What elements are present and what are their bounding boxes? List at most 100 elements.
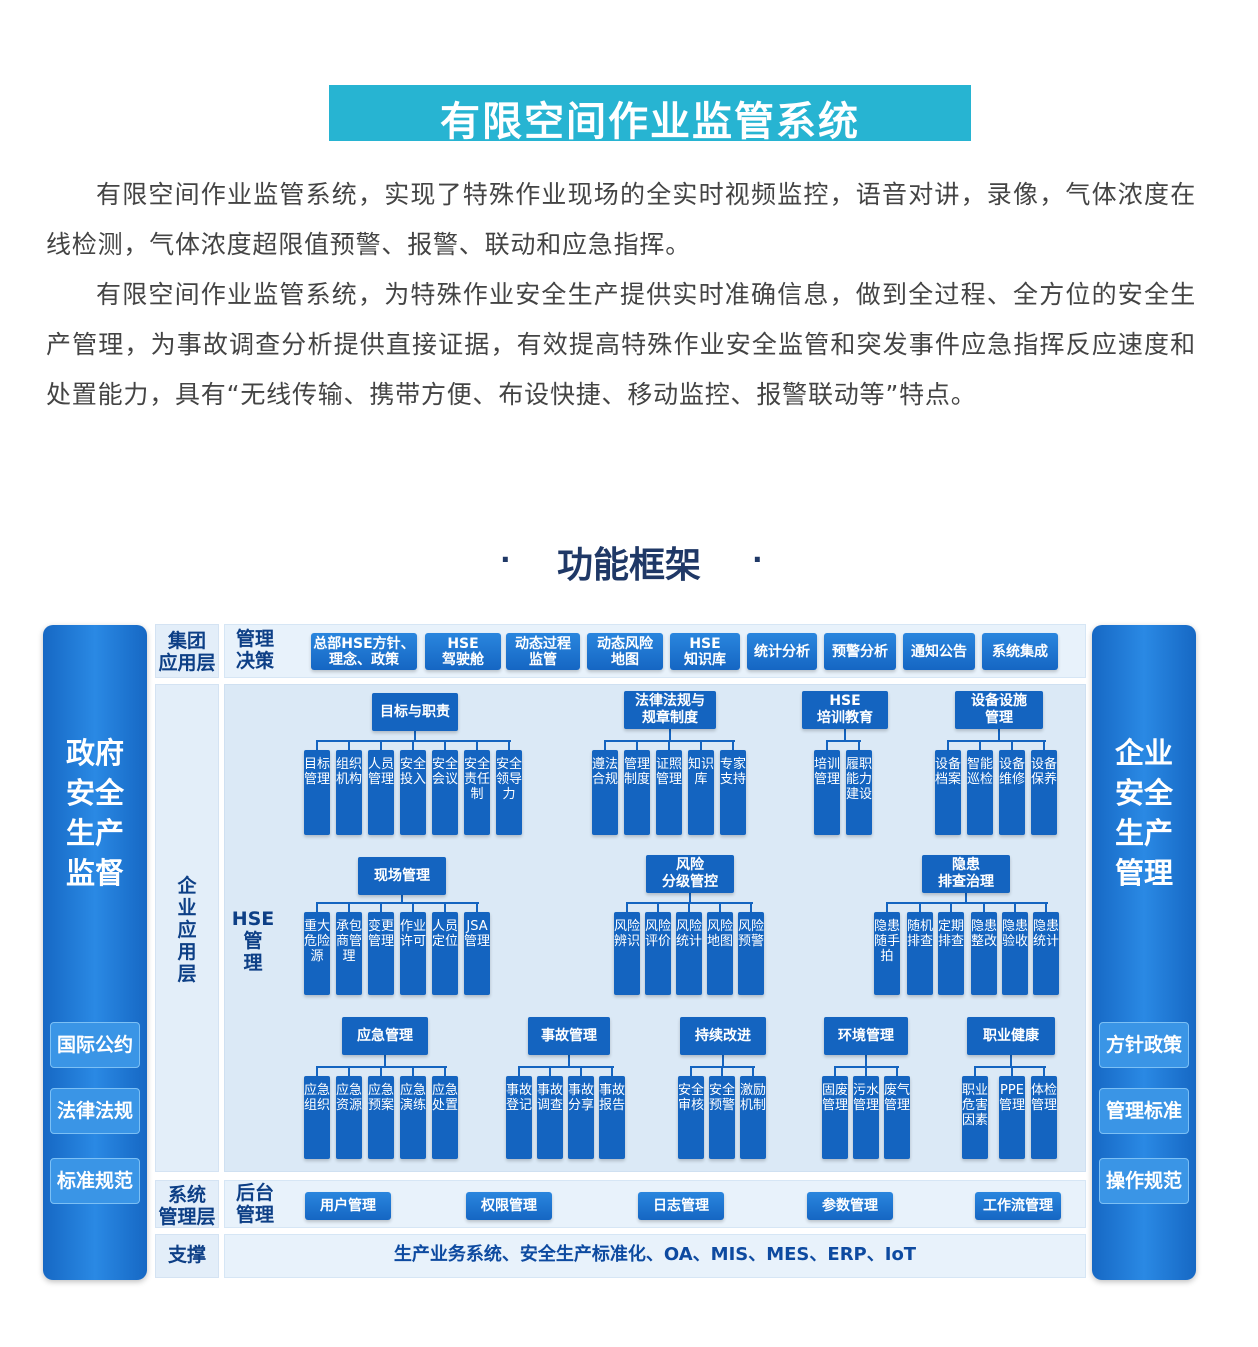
connector-line bbox=[844, 729, 846, 740]
connector-line bbox=[414, 731, 416, 740]
module-item: 固废管理 bbox=[822, 1076, 848, 1159]
module-item: 激励机制 bbox=[740, 1076, 766, 1159]
connector-line bbox=[348, 1066, 350, 1076]
support-text: 生产业务系统、安全生产标准化、OA、MIS、MES、ERP、IoT bbox=[393, 1244, 917, 1265]
module-item: 遵法合规 bbox=[592, 750, 618, 835]
module-item: 安全领导力 bbox=[496, 750, 522, 835]
module-header: HSE 培训教育 bbox=[802, 691, 888, 729]
group-layer-label: 集团 应用层 bbox=[155, 624, 219, 678]
sys-btn-workflow: 工作流管理 bbox=[975, 1192, 1061, 1220]
support-layer-label: 支撑 bbox=[155, 1234, 219, 1278]
connector-line bbox=[887, 902, 1048, 904]
module-item: 安全投入 bbox=[400, 750, 426, 835]
connector-line bbox=[1014, 902, 1016, 912]
connector-line bbox=[690, 1066, 692, 1076]
connector-line bbox=[865, 1055, 867, 1066]
connector-line bbox=[476, 902, 478, 912]
connector-line bbox=[834, 1066, 836, 1076]
sys-btn-params: 参数管理 bbox=[807, 1192, 893, 1220]
connector-line bbox=[348, 740, 350, 750]
module-item: 履职能力建设 bbox=[846, 750, 872, 835]
module-item: 风险地图 bbox=[707, 912, 733, 995]
module-item: 事故报告 bbox=[599, 1076, 625, 1159]
connector-line bbox=[412, 1066, 414, 1076]
sys-btn-logs: 日志管理 bbox=[638, 1192, 724, 1220]
connector-line bbox=[444, 1066, 446, 1076]
connector-line bbox=[974, 1066, 976, 1076]
connector-line bbox=[722, 1055, 724, 1066]
left-pillar: 政府 安全 生产 监督 国际公约 法律法规 标准规范 bbox=[43, 625, 147, 1280]
section-dot-left: · bbox=[500, 543, 511, 576]
group-btn-policy: 总部HSE方针、 理念、政策 bbox=[311, 633, 417, 670]
group-btn-stats: 统计分析 bbox=[747, 633, 817, 670]
module-item: 随机排查 bbox=[907, 912, 933, 995]
module-header: 持续改进 bbox=[680, 1017, 766, 1055]
connector-line bbox=[1043, 1066, 1045, 1076]
connector-line bbox=[1010, 1055, 1012, 1066]
connector-line bbox=[950, 902, 952, 912]
system-layer-label: 系统 管理层 bbox=[155, 1180, 219, 1228]
module-item: 安全责任制 bbox=[464, 750, 490, 835]
module-header: 应急管理 bbox=[342, 1017, 428, 1055]
connector-line bbox=[827, 740, 861, 742]
module-item: 污水管理 bbox=[853, 1076, 879, 1159]
module-item: 设备维修 bbox=[999, 750, 1025, 835]
connector-line bbox=[636, 740, 638, 750]
module-item: 隐患随手拍 bbox=[874, 912, 900, 995]
connector-line bbox=[627, 902, 753, 904]
connector-line bbox=[580, 1066, 582, 1076]
group-btn-notice: 通知公告 bbox=[903, 633, 975, 670]
connector-line bbox=[568, 1055, 570, 1066]
support-layer-panel bbox=[224, 1234, 1086, 1278]
module-header: 法律法规与 规章制度 bbox=[624, 691, 716, 729]
right-badge-2: 管理标准 bbox=[1099, 1088, 1189, 1134]
connector-line bbox=[919, 902, 921, 912]
group-btn-process: 动态过程 监管 bbox=[506, 633, 580, 670]
module-header: 设备设施 管理 bbox=[955, 691, 1043, 729]
connector-line bbox=[732, 740, 734, 750]
connector-line bbox=[689, 893, 691, 902]
module-header: 事故管理 bbox=[528, 1017, 610, 1055]
hse-label: HSE 管 理 bbox=[231, 908, 275, 974]
module-header: 职业健康 bbox=[967, 1017, 1055, 1055]
connector-line bbox=[752, 1066, 754, 1076]
connector-line bbox=[384, 1055, 386, 1066]
group-btn-warning: 预警分析 bbox=[824, 633, 896, 670]
connector-line bbox=[316, 902, 318, 912]
group-btn-riskmap: 动态风险 地图 bbox=[587, 633, 663, 670]
connector-line bbox=[348, 902, 350, 912]
connector-line bbox=[688, 902, 690, 912]
connector-line bbox=[316, 1066, 318, 1076]
connector-line bbox=[750, 902, 752, 912]
connector-line bbox=[998, 729, 1000, 740]
connector-line bbox=[691, 1066, 755, 1068]
module-item: 隐患验收 bbox=[1002, 912, 1028, 995]
module-header: 隐患 排查治理 bbox=[922, 855, 1010, 893]
connector-line bbox=[380, 740, 382, 750]
connector-line bbox=[669, 729, 671, 740]
module-item: 事故调查 bbox=[537, 1076, 563, 1159]
right-pillar-title: 企业 安全 生产 管理 bbox=[1114, 736, 1173, 890]
group-layer-sub: 管理 决策 bbox=[235, 628, 274, 672]
connector-line bbox=[508, 740, 510, 750]
section-title: 功能框架 bbox=[556, 545, 701, 586]
module-item: 风险辨识 bbox=[614, 912, 640, 995]
module-item: 知识库 bbox=[688, 750, 714, 835]
connector-line bbox=[316, 740, 318, 750]
module-item: 智能巡检 bbox=[967, 750, 993, 835]
module-item: 培训管理 bbox=[814, 750, 840, 835]
intro-paragraph-2: 有限空间作业监管系统，为特殊作业安全生产提供实时准确信息，做到全过程、全方位的安… bbox=[46, 280, 1196, 409]
connector-line bbox=[965, 893, 967, 902]
connector-line bbox=[412, 902, 414, 912]
connector-line bbox=[412, 740, 414, 750]
module-item: 风险预警 bbox=[738, 912, 764, 995]
connector-line bbox=[700, 740, 702, 750]
group-btn-cockpit: HSE 驾驶舱 bbox=[425, 633, 501, 670]
sys-btn-users: 用户管理 bbox=[305, 1192, 391, 1220]
module-item: 专家支持 bbox=[720, 750, 746, 835]
module-header: 风险 分级管控 bbox=[646, 855, 734, 893]
connector-line bbox=[317, 902, 479, 904]
module-item: 事故分享 bbox=[568, 1076, 594, 1159]
module-item: 证照管理 bbox=[656, 750, 682, 835]
module-item: 定期排查 bbox=[938, 912, 964, 995]
